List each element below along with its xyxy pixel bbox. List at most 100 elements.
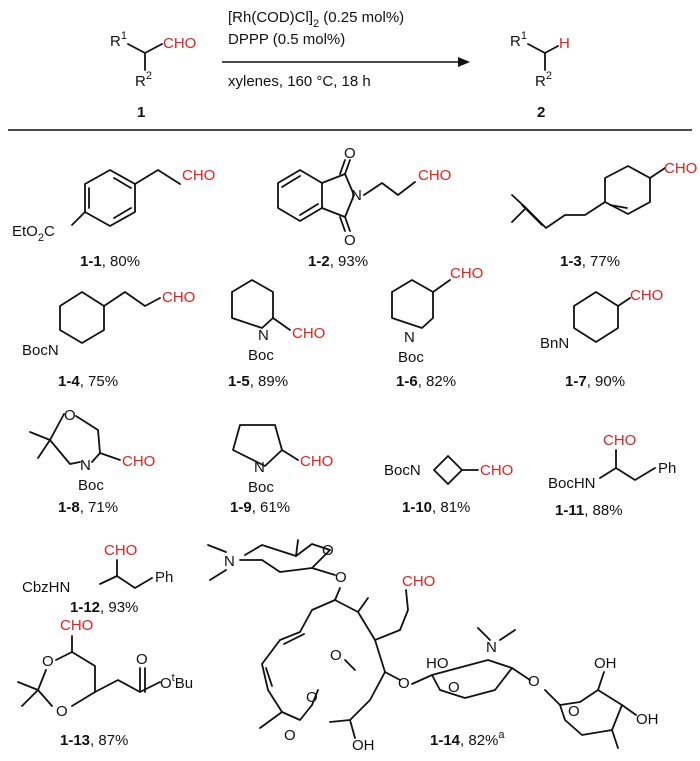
imide-ring bbox=[321, 173, 355, 218]
boc-label: Boc bbox=[78, 477, 104, 494]
hydroxyl-oh: OH bbox=[636, 711, 659, 728]
carbonyl-o: O bbox=[344, 145, 356, 162]
compound-1-14: O N O CHO O O OH O O O HO N O bbox=[207, 539, 659, 754]
hydroxyl-oh: OH bbox=[352, 737, 375, 754]
carbonyl-o: O bbox=[136, 651, 148, 668]
cho-label: CHO bbox=[450, 265, 483, 282]
chain bbox=[103, 291, 161, 307]
ring-o: O bbox=[64, 407, 76, 424]
lactone-o: O bbox=[306, 689, 318, 706]
svg-text:1-12, 93%: 1-12, 93% bbox=[70, 599, 138, 616]
svg-text:[Rh(COD)Cl]2 (0.25 mol%): [Rh(COD)Cl]2 (0.25 mol%) bbox=[228, 9, 404, 30]
compound-1-4: CHO BocN 1-4, 75% bbox=[22, 289, 195, 390]
bochn-label: BocHN bbox=[548, 475, 596, 492]
compound-1-7: CHO BnN 1-7, 90% bbox=[540, 287, 663, 390]
cho-label: CHO bbox=[104, 542, 137, 559]
glycoside-o: O bbox=[335, 569, 347, 586]
svg-text:R2: R2 bbox=[135, 70, 152, 90]
glycoside-o: O bbox=[398, 675, 410, 692]
svg-text:1-4, 75%: 1-4, 75% bbox=[58, 373, 118, 390]
prod-h: H bbox=[559, 35, 570, 52]
ring-n: N bbox=[404, 329, 415, 346]
compound-yield: , 80% bbox=[102, 253, 140, 270]
cho-label: CHO bbox=[182, 167, 215, 184]
ring-o: O bbox=[56, 703, 68, 720]
cho-label: CHO bbox=[402, 573, 435, 590]
chain bbox=[99, 575, 153, 589]
sm-cho: CHO bbox=[163, 35, 196, 52]
cho-label: CHO bbox=[418, 167, 451, 184]
compound-1-5: CHO N Boc 1-5, 89% bbox=[228, 279, 325, 390]
r1-label: R bbox=[110, 33, 121, 50]
cbzhn-label: CbzHN bbox=[22, 579, 70, 596]
ester-label: EtO bbox=[12, 223, 38, 240]
r1-superscript: 1 bbox=[121, 30, 127, 42]
sm-bond bbox=[127, 43, 163, 54]
compound-1-6: CHO N Boc 1-6, 82% bbox=[391, 265, 483, 390]
svg-text:1-1, 80%: 1-1, 80% bbox=[80, 253, 140, 270]
amine-n: N bbox=[224, 553, 235, 570]
svg-text:1-11, 88%: 1-11, 88% bbox=[555, 502, 623, 519]
oxazolidine-ring bbox=[75, 415, 101, 463]
catalyst-loading: (0.25 mol%) bbox=[319, 9, 404, 26]
ring-n: N bbox=[254, 459, 265, 476]
chain bbox=[511, 194, 606, 229]
macrocycle bbox=[261, 599, 336, 721]
cho-label: CHO bbox=[300, 453, 333, 470]
methoxy-o: O bbox=[330, 647, 342, 664]
compound-1-8: O CHO N Boc 1-8, 71% bbox=[29, 407, 155, 516]
compound-1-12: CHO Ph CbzHN 1-12, 93% bbox=[22, 542, 173, 616]
ring-o: O bbox=[568, 703, 580, 720]
compound-1-3: CHO 1-3, 77% bbox=[511, 160, 697, 270]
piperidine-ring bbox=[59, 291, 105, 344]
ring-o: O bbox=[448, 679, 460, 696]
compound-1-9: CHO N Boc 1-9, 61% bbox=[230, 424, 333, 516]
pyrrolidine-ring bbox=[232, 424, 283, 467]
svg-text:1-7, 90%: 1-7, 90% bbox=[565, 373, 625, 390]
carbonyl-o: O bbox=[344, 232, 356, 249]
svg-text:1-14, 82%a: 1-14, 82%a bbox=[430, 729, 505, 749]
otbu-label: O bbox=[160, 675, 172, 692]
chain bbox=[134, 169, 181, 185]
svg-text:1-3, 77%: 1-3, 77% bbox=[560, 253, 620, 270]
prod-r2-label: R bbox=[535, 73, 546, 90]
cho-label: CHO bbox=[664, 160, 697, 177]
compound-1-13: CHO O O O OtBu 1-13, 87% bbox=[17, 617, 193, 749]
svg-text:1-2, 93%: 1-2, 93% bbox=[308, 253, 368, 270]
compound-1-11: CHO Ph BocHN 1-11, 88% bbox=[548, 432, 676, 519]
azetidine-ring bbox=[433, 455, 463, 485]
arrow-head bbox=[458, 57, 470, 67]
ligand-text: DPPP (0.5 mol%) bbox=[228, 31, 345, 48]
svg-text:1-10, 81%: 1-10, 81% bbox=[402, 499, 470, 516]
svg-text:R1: R1 bbox=[110, 30, 127, 50]
piperidine-ring bbox=[391, 279, 434, 329]
prod-r1-label: R bbox=[510, 33, 521, 50]
bocn-label: BocN bbox=[22, 342, 59, 359]
cho-label: CHO bbox=[162, 289, 195, 306]
scheme-starting-material: R1 CHO R2 1 bbox=[110, 30, 196, 121]
imide-n: N bbox=[351, 187, 362, 204]
cho-label: CHO bbox=[603, 432, 636, 449]
boc-label: Boc bbox=[248, 479, 274, 496]
ring-o: O bbox=[322, 542, 334, 559]
bnn-label: BnN bbox=[540, 335, 569, 352]
ring-n: N bbox=[258, 327, 269, 344]
prod-label: 2 bbox=[537, 104, 545, 121]
amine-n: N bbox=[486, 639, 497, 656]
glycoside-o: O bbox=[528, 673, 540, 690]
compound-1-1: CHO EtO2C 1-1, 80% bbox=[12, 167, 215, 270]
ester-o: O bbox=[284, 727, 296, 744]
svg-text:EtO2C: EtO2C bbox=[12, 223, 55, 244]
compound-1-2: O O N CHO 1-2, 93% bbox=[277, 145, 451, 270]
benzene-ring bbox=[84, 169, 136, 227]
cho-label: CHO bbox=[60, 617, 93, 634]
cho-label: CHO bbox=[630, 287, 663, 304]
svg-text:OtBu: OtBu bbox=[160, 672, 193, 692]
ph-label: Ph bbox=[658, 460, 676, 477]
cho-label: CHO bbox=[480, 462, 513, 479]
svg-text:1-9, 61%: 1-9, 61% bbox=[230, 499, 290, 516]
sm-label: 1 bbox=[137, 104, 145, 121]
benzene-ring bbox=[277, 169, 323, 222]
r2-label: R bbox=[135, 73, 146, 90]
ph-label: Ph bbox=[155, 569, 173, 586]
